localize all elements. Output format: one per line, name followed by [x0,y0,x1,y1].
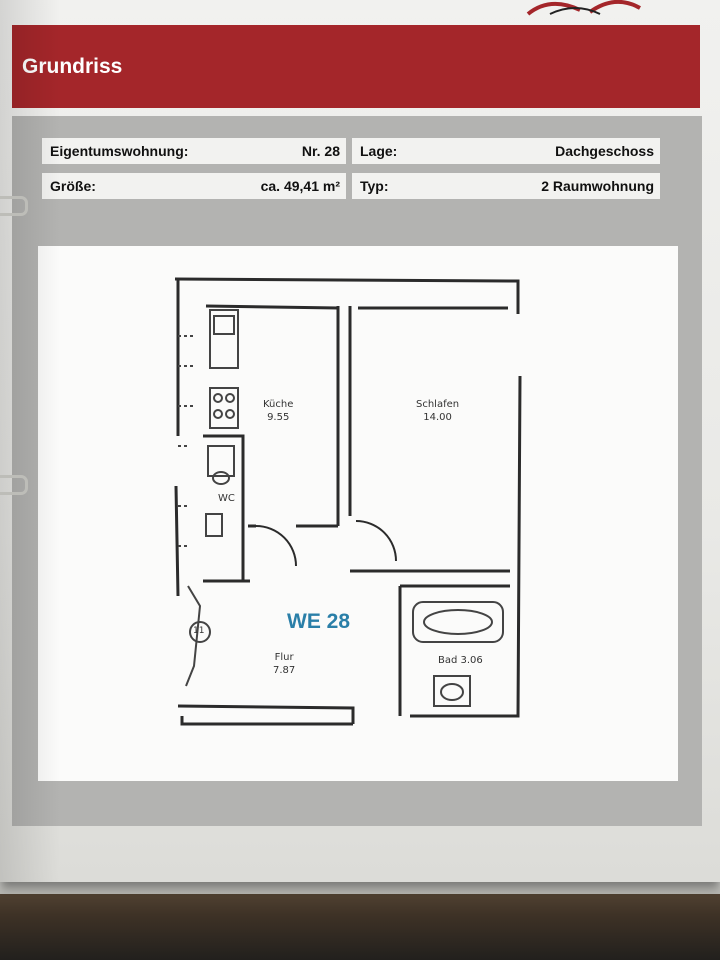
apartment-number-value: Nr. 28 [301,143,340,159]
kind-label: Typ: [360,178,389,194]
kitchen-area: 9.55 [267,412,290,423]
bathtub [412,601,504,643]
room-bedroom: Schlafen 14.00 [416,398,459,424]
floorplan-drawing: Küche 9.55 Schlafen 14.00 WC Flur 7.87 B… [38,246,678,781]
hall-area: 7.87 [273,665,296,676]
info-size: Größe: ca. 49,41 m² [42,173,346,199]
room-hall: Flur 7.87 [273,651,295,677]
outer-wall-bottom [177,704,355,726]
kind-value: 2 Raumwohnung [541,178,654,194]
apartment-type-label: Eigentumswohnung: [50,143,189,159]
location-value: Dachgeschoss [555,143,654,159]
bedroom-name: Schlafen [416,399,460,410]
hall-name: Flur [274,652,294,663]
sink [209,309,239,369]
company-logo [526,0,641,16]
kitchen-name: Küche [263,399,294,410]
size-label: Größe: [50,178,96,194]
stair-marker-number: 11 [193,626,205,636]
outer-wall-top [174,277,520,314]
floorplan-panel: Eigentumswohnung: Nr. 28 Lage: Dachgesch… [12,116,702,826]
info-apartment-number: Eigentumswohnung: Nr. 28 [42,138,346,164]
room-bath: Bad 3.06 [438,654,483,667]
info-type: Typ: 2 Raumwohnung [352,173,660,199]
wc-name: WC [218,493,235,504]
binder-ring-top [0,196,28,216]
outer-wall-left [174,279,180,597]
section-header: Grundriss [12,25,700,108]
bath-walls [398,584,510,716]
outer-wall-right [410,375,522,718]
bedroom-area: 14.00 [423,412,452,423]
binder-shadow [0,0,60,882]
stove [209,387,239,429]
binder-ring-middle [0,475,28,495]
location-label: Lage: [360,143,398,159]
floorplan-svg [174,277,522,726]
page-title: Grundriss [22,55,123,78]
size-value: ca. 49,41 m² [260,178,340,194]
paper-stack-edge [0,880,720,894]
document-page: Grundriss Eigentumswohnung: Nr. 28 Lage:… [0,0,720,882]
info-location: Lage: Dachgeschoss [352,138,660,164]
stair-marker: 11 [193,625,204,638]
stair-marker-circle [189,621,211,643]
room-kitchen: Küche 9.55 [263,398,293,424]
unit-label: WE 28 [287,610,351,633]
bath-label: Bad 3.06 [438,655,483,666]
room-wc: WC [218,492,235,505]
